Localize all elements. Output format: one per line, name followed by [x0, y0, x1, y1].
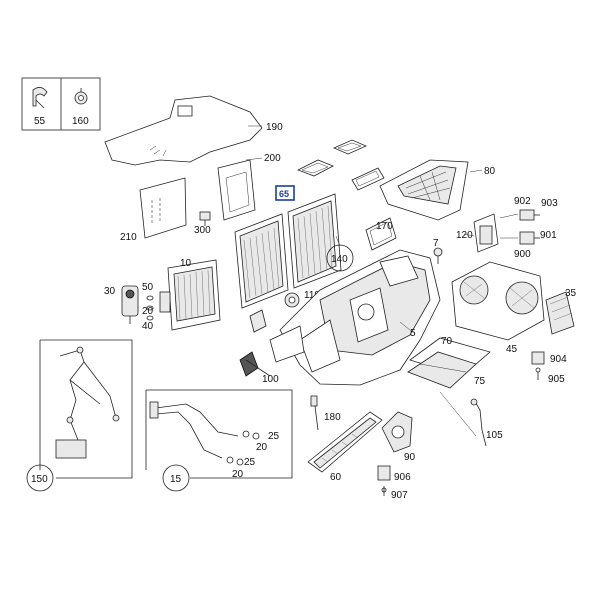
- callout-904: 904: [550, 354, 567, 365]
- callout-180: 180: [324, 412, 341, 423]
- callout-30: 30: [104, 286, 116, 297]
- air-duct-part: [407, 337, 491, 389]
- callout-80: 80: [484, 166, 496, 177]
- callout-25a: 25: [268, 431, 280, 442]
- legend-box-55-160: 55 160: [21, 77, 101, 131]
- sensor-900-901-part: [519, 231, 540, 245]
- callout-circle-140: [326, 244, 354, 272]
- callout-20c: 20: [232, 469, 244, 480]
- seal-panel-part: [139, 177, 187, 239]
- callout-5: 5: [410, 328, 416, 339]
- screw-7-part: [433, 247, 443, 264]
- highlight-marker-65: 65: [275, 185, 295, 201]
- callout-902: 902: [514, 196, 531, 207]
- callout-906: 906: [394, 472, 411, 483]
- seal-ring-parts: [351, 167, 397, 251]
- callout-300: 300: [194, 225, 211, 236]
- callout-7: 7: [433, 238, 439, 249]
- control-unit-part: [473, 213, 499, 253]
- nut-part-icon: [74, 88, 88, 105]
- callout-90: 90: [404, 452, 416, 463]
- callout-20a: 20: [142, 306, 154, 317]
- callout-105: 105: [486, 430, 503, 441]
- callout-25b: 25: [244, 457, 256, 468]
- callout-70: 70: [441, 336, 453, 347]
- callout-110: 110: [304, 290, 320, 301]
- upper-housing-cover-part: [379, 159, 469, 221]
- actuator-90-part: [381, 411, 413, 453]
- callout-60: 60: [330, 472, 342, 483]
- callout-55: 55: [34, 116, 46, 127]
- callout-75: 75: [474, 376, 486, 387]
- callout-circle-15: [162, 464, 190, 492]
- o-ring-parts: [146, 295, 154, 321]
- callout-120: 120: [456, 230, 473, 241]
- callout-170: 170: [376, 221, 393, 232]
- callout-903: 903: [541, 198, 558, 209]
- callout-20b: 20: [256, 442, 268, 453]
- callout-160: 160: [72, 116, 89, 127]
- linkage-rods-part: [55, 346, 120, 459]
- callout-40: 40: [142, 321, 154, 332]
- sensor-904-905-part: [531, 351, 545, 380]
- callout-140: 140: [331, 254, 348, 265]
- refrigerant-hoses-part: [149, 401, 260, 466]
- actuator-110-part: [249, 292, 300, 333]
- clip-part-icon: [32, 87, 48, 109]
- sensor-902-903-part: [519, 209, 540, 221]
- insulation-mat-part: [104, 95, 263, 166]
- callout-65: 65: [279, 189, 289, 199]
- cabin-filter-part: [234, 193, 342, 309]
- callout-905: 905: [548, 374, 565, 385]
- drain-hose-part: [470, 398, 487, 447]
- sensor-906-907-part: [377, 465, 391, 496]
- connector-100-part: [239, 351, 271, 377]
- callout-150: 150: [31, 474, 48, 485]
- callout-210: 210: [120, 232, 137, 243]
- heater-core-part: [307, 411, 383, 473]
- filter-gasket-parts: [297, 139, 367, 177]
- main-hvac-housing-part: [269, 249, 441, 386]
- hose-assembly-box: [145, 389, 293, 479]
- callout-10: 10: [180, 258, 192, 269]
- callout-900: 900: [514, 249, 531, 260]
- linkage-assembly-box: [39, 339, 133, 479]
- clip-300-part: [199, 211, 211, 226]
- leader-lines: [335, 169, 519, 437]
- evaporator-part: [159, 259, 221, 331]
- callout-100: 100: [262, 374, 279, 385]
- blower-housing-part: [451, 261, 545, 341]
- blower-regulator-part: [545, 291, 575, 335]
- callout-907: 907: [391, 490, 408, 501]
- callout-200: 200: [264, 153, 281, 164]
- temperature-sensor-part: [310, 395, 319, 431]
- callout-circle-150: [26, 464, 54, 492]
- callout-15: 15: [170, 474, 182, 485]
- callout-35: 35: [565, 288, 577, 299]
- callout-901: 901: [540, 230, 557, 241]
- seal-frame-part: [217, 157, 263, 221]
- callout-45: 45: [506, 344, 518, 355]
- expansion-valve-part: [121, 285, 139, 324]
- callout-190: 190: [266, 122, 283, 133]
- callout-50: 50: [142, 282, 154, 293]
